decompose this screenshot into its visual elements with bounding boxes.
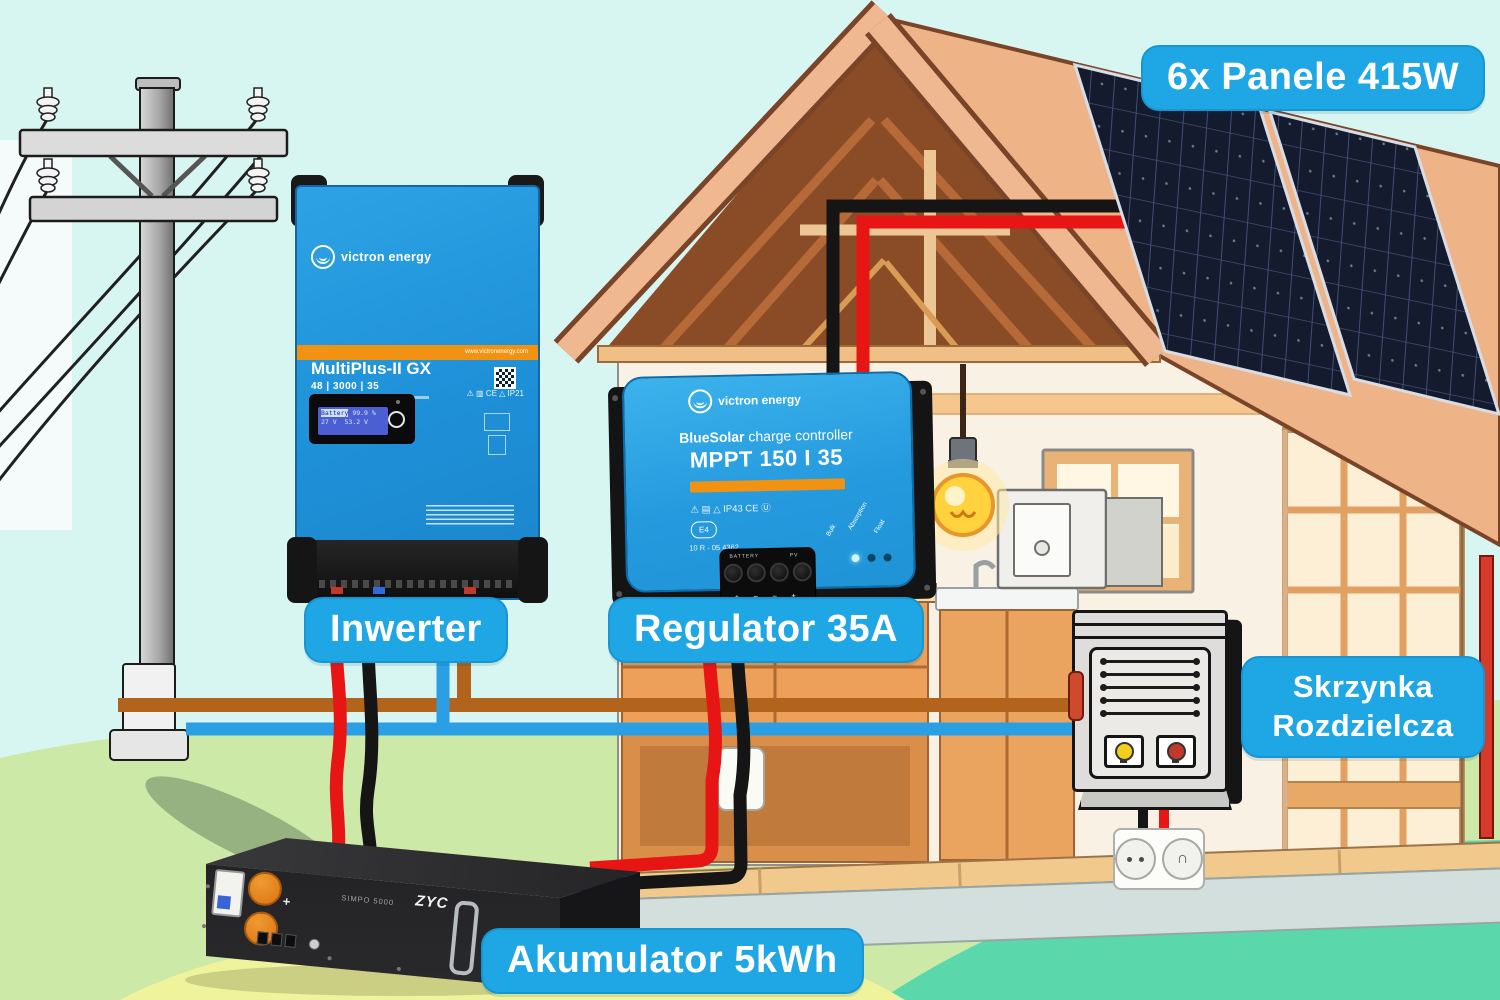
terminal-tab [331,587,343,594]
house [553,0,1500,956]
wiring-diagram-icon [484,413,510,455]
e-mark: E4 [690,521,718,539]
qr-code-icon [494,367,516,389]
victron-logo-icon [687,389,713,414]
red-lamp-icon [1166,742,1186,763]
inverter-display: Battery 99.9 % 27 V 53.2 V [309,394,415,444]
led-label-absorption: Absorption [846,500,869,532]
led-label-float: Float [873,518,887,535]
terminal-base [297,540,538,598]
lcd-screen: Battery 99.9 % 27 V 53.2 V [318,407,388,435]
lcd-label: Battery [321,409,349,417]
label-inverter: Inwerter [304,597,508,663]
box-handle [1068,671,1084,721]
roof-beams [553,0,1171,367]
fuse-panel [1089,647,1211,779]
product-rest: charge controller [744,426,853,445]
label-line2: Rozdzielcza [1272,707,1454,743]
victron-logo-icon [311,245,335,269]
display-button [388,411,405,428]
inverter-body: victron energy www.victronenergy.com Mul… [295,185,540,600]
wall-socket: ∩ [1113,828,1205,890]
terminal-tab [464,587,476,594]
ceiling-lamp [917,364,1009,551]
orange-stripe: www.victronenergy.com [297,345,538,360]
battery-brand: ZYC [414,892,450,913]
terminal-screws [721,562,815,583]
product-name: BlueSolar [679,428,745,446]
label-line1: Skrzynka [1292,669,1434,704]
yellow-lamp-icon [1114,742,1134,763]
power-button [308,938,321,951]
lcd-value: 99.9 % [348,409,376,417]
mounting-foot [518,537,548,603]
terminal-label-battery: BATTERY [729,553,760,560]
cert-icons: ⚠ ▤ △ IP43 CE Ⓤ [690,502,771,516]
lcd-line2: 27 V 53.2 V [321,418,368,426]
insulator [36,87,270,193]
label-battery: Akumulator 5kWh [481,928,864,994]
brand-text: victron energy [718,392,802,409]
distribution-box [1068,610,1248,810]
label-distribution-box: Skrzynka Rozdzielcza [1241,656,1485,758]
box-body [1068,610,1228,792]
terminal-tab [373,587,385,594]
indicator-window-yellow [1104,735,1144,768]
inverter-rating: 48 | 3000 | 35 [311,381,380,392]
charge-controller-device: victron energy BlueSolar charge controll… [607,365,937,609]
sink-counter [935,587,1079,611]
breaker-switch [211,868,246,918]
brand-text: victron energy [341,250,432,264]
label-regulator: Regulator 35A [608,597,925,663]
rack-handle [448,900,480,977]
faucet [973,560,996,588]
indicator-window-red [1156,735,1196,768]
led-labels: Bulk Absorption Float [825,493,899,554]
website-text: www.victronenergy.com [465,349,528,355]
socket-outlet [1115,838,1156,880]
terminal-cap [246,870,284,908]
status-led [396,400,400,404]
plug-icon: ∩ [1176,850,1189,867]
socket-outlet-plugged: ∩ [1162,838,1203,880]
battery-model: SIMPO 5000 [340,893,395,908]
cert-icons: ⚠ ▥ CE △ IP21 [466,389,524,398]
solar-panel [1267,109,1500,416]
status-leds [851,553,892,563]
pv-wires [826,199,1155,396]
terminal-label-pv: PV [789,552,799,559]
attic [597,28,1163,590]
inverter-model: MultiPlus-II GX [311,359,431,378]
inverter-device: victron energy www.victronenergy.com Mul… [287,175,548,603]
mounting-foot [287,537,317,603]
label-panels: 6x Panele 415W [1141,45,1486,111]
terminal-strip [319,580,516,588]
warning-text-block [426,505,514,525]
plus-mark: + [282,893,292,910]
